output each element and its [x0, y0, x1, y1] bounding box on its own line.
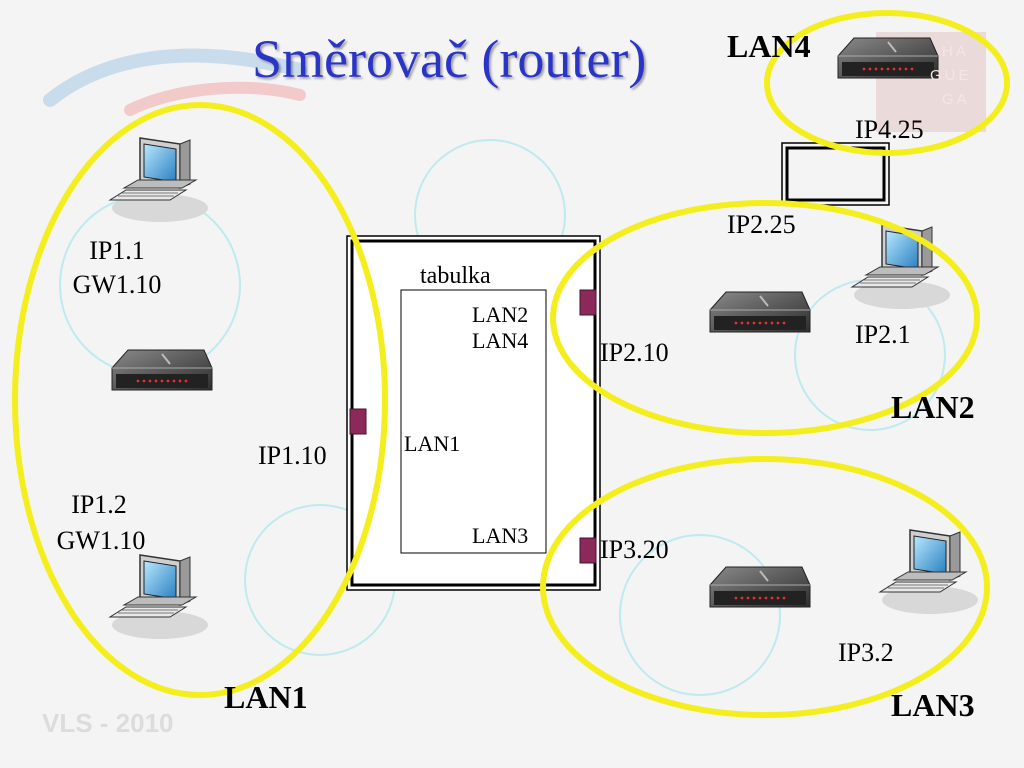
lan1-label: LAN1 [224, 679, 308, 715]
hub-lan1-icon [111, 349, 213, 391]
logo-line-1: HA [942, 43, 969, 60]
lan4-label: LAN4 [727, 28, 811, 64]
interface-lan2-label: IP2.10 [600, 338, 669, 367]
lan1-ellipse [12, 102, 388, 698]
routing-table [400, 289, 547, 554]
interface-lan2-secondary-label: IP2.25 [727, 210, 796, 239]
lan3-ellipse [540, 456, 990, 718]
lan3-label: LAN3 [891, 687, 975, 723]
interface-lan1-label: IP1.10 [258, 441, 327, 470]
slide-title: Směrovač (router) [252, 29, 647, 89]
host-gateway-label: GW1.10 [56, 526, 146, 555]
table-label: tabulka [420, 263, 491, 289]
computer-lan3-icon [879, 529, 979, 615]
lan2-label: LAN2 [891, 389, 975, 425]
host-gateway-label: GW1.10 [72, 270, 162, 299]
lan4-ellipse [764, 10, 1010, 156]
host-ip-label: IP3.2 [838, 638, 894, 667]
host-ip-label: IP1.2 [71, 490, 127, 519]
hub-lan3-icon [709, 566, 811, 608]
hub-lan2-icon [709, 291, 811, 333]
logo-line-3: GA [942, 91, 970, 108]
lan-ellipses [12, 10, 1010, 718]
lan2-ellipse [550, 200, 980, 436]
host-ip-label: IP1.1 [89, 236, 145, 265]
hub-lan4-icon [837, 37, 939, 79]
footer-text: VLS - 2010 [42, 708, 174, 738]
interface-lan3-label: IP3.20 [600, 535, 669, 564]
table-entry-lan1: LAN1 [404, 431, 461, 456]
computer-lan1-a-icon [109, 137, 209, 223]
table-entry-lan2: LAN2 [472, 302, 529, 327]
host-ip-label: IP4.25 [855, 115, 924, 144]
port-lan2 [579, 289, 597, 316]
logo-line-2: GUE [930, 67, 972, 84]
port-lan3 [579, 537, 597, 564]
computer-lan2-icon [851, 224, 951, 310]
table-entry-lan4: LAN4 [472, 328, 529, 353]
port-lan1 [349, 408, 367, 435]
host-ip-label: IP2.1 [855, 320, 911, 349]
computer-lan1-b-icon [109, 554, 209, 640]
table-entry-lan3: LAN3 [472, 523, 529, 548]
